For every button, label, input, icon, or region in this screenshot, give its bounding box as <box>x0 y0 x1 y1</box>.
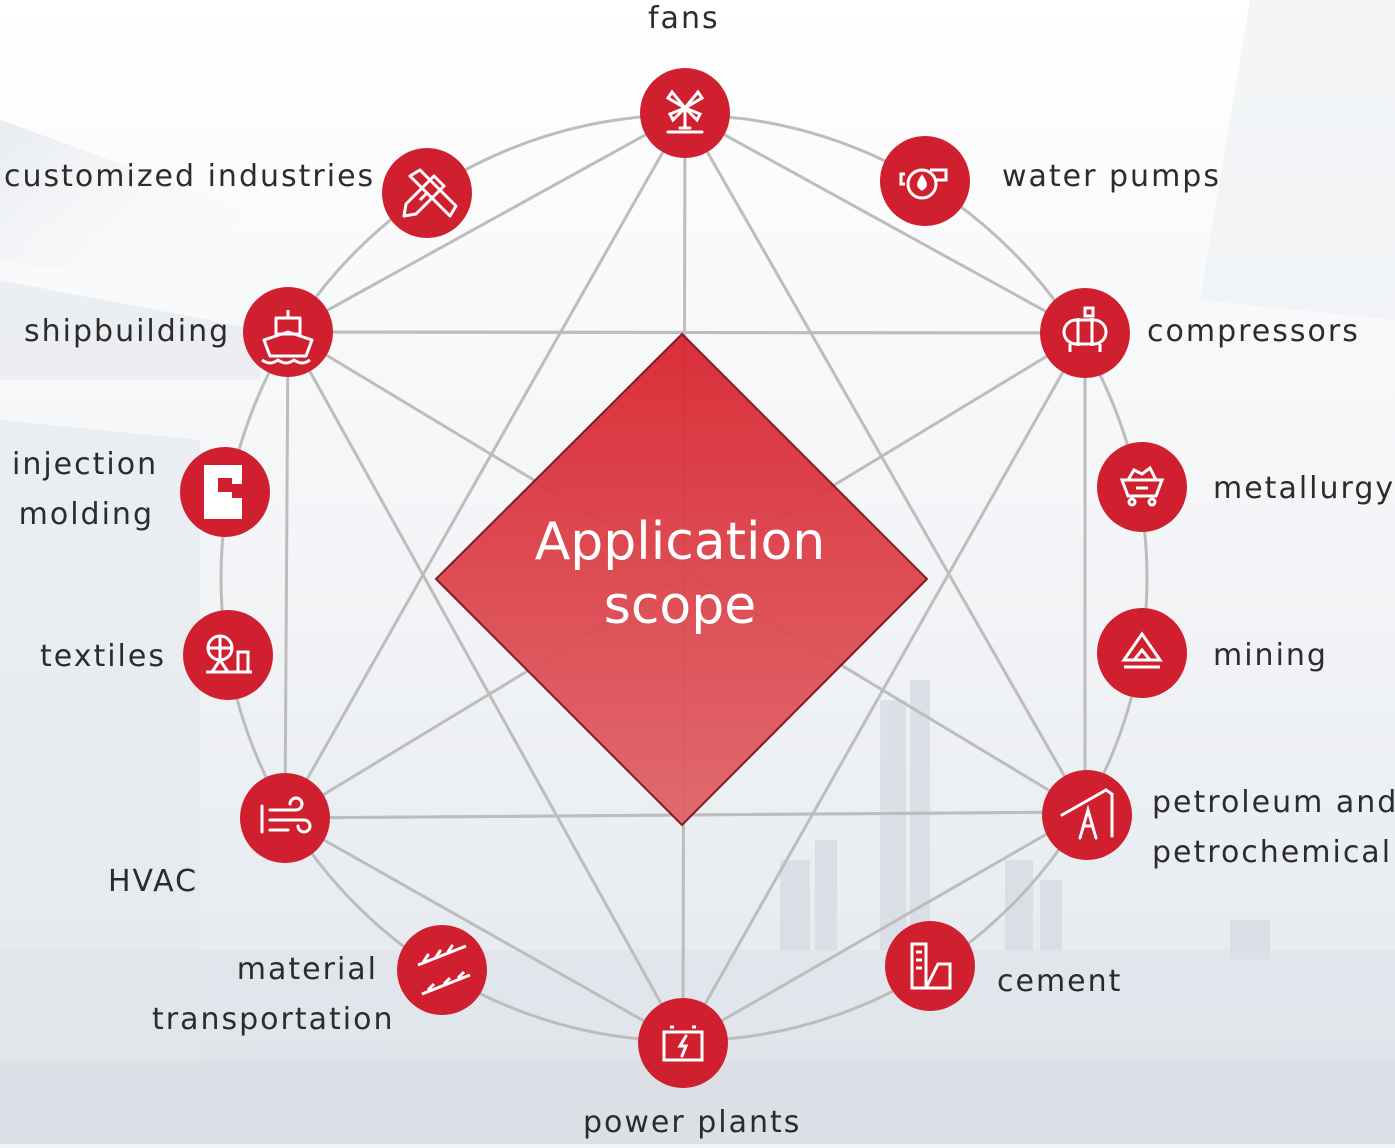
wind-icon <box>260 796 312 834</box>
node-injection-molding[interactable] <box>180 447 270 537</box>
label-metallurgy: metallurgy <box>1213 471 1395 506</box>
node-petroleum[interactable] <box>1042 770 1132 860</box>
oil-pump-icon <box>1060 788 1114 840</box>
spinning-wheel-icon <box>206 634 252 674</box>
node-power-plants[interactable] <box>638 998 728 1088</box>
node-fans[interactable] <box>640 68 730 158</box>
mine-cart-icon <box>1119 465 1165 507</box>
node-customized-industries[interactable] <box>382 148 472 238</box>
node-mining[interactable] <box>1097 608 1187 698</box>
center-title-line2: scope <box>603 576 757 636</box>
node-water-pumps[interactable] <box>880 136 970 226</box>
conveyor-icon <box>417 944 471 996</box>
windmill-icon <box>665 89 705 134</box>
mountain-icon <box>1121 631 1163 669</box>
node-material-transportation[interactable] <box>397 925 487 1015</box>
battery-icon <box>662 1025 704 1062</box>
mold-icon <box>204 465 242 519</box>
ship-icon <box>261 310 314 365</box>
label-material-transportation: material transportation <box>152 952 395 1037</box>
label-power-plants: power plants <box>583 1105 802 1140</box>
node-hvac[interactable] <box>240 773 330 863</box>
label-fans: fans <box>648 1 720 36</box>
center-title-line1: Application <box>534 512 826 572</box>
node-textiles[interactable] <box>183 610 273 700</box>
tools-icon <box>402 168 458 218</box>
label-petroleum: petroleum and petrochemical <box>1152 785 1395 870</box>
label-textiles: textiles <box>40 639 166 674</box>
compressor-icon <box>1062 306 1108 352</box>
label-mining: mining <box>1213 638 1328 673</box>
label-cement: cement <box>997 964 1123 999</box>
label-injection-molding: injection molding <box>12 447 159 532</box>
pump-icon <box>899 168 948 200</box>
node-cement[interactable] <box>885 921 975 1011</box>
node-shipbuilding[interactable] <box>243 287 333 377</box>
center-diamond <box>434 332 929 827</box>
label-water-pumps: water pumps <box>1002 159 1221 194</box>
label-hvac: HVAC <box>108 864 199 899</box>
node-compressors[interactable] <box>1040 288 1130 378</box>
node-metallurgy[interactable] <box>1097 442 1187 532</box>
label-compressors: compressors <box>1147 314 1360 349</box>
label-customized-industries: customized industries <box>4 159 376 194</box>
label-shipbuilding: shipbuilding <box>24 314 231 349</box>
factory-icon <box>910 942 952 990</box>
center-title: Application scope <box>480 510 880 638</box>
